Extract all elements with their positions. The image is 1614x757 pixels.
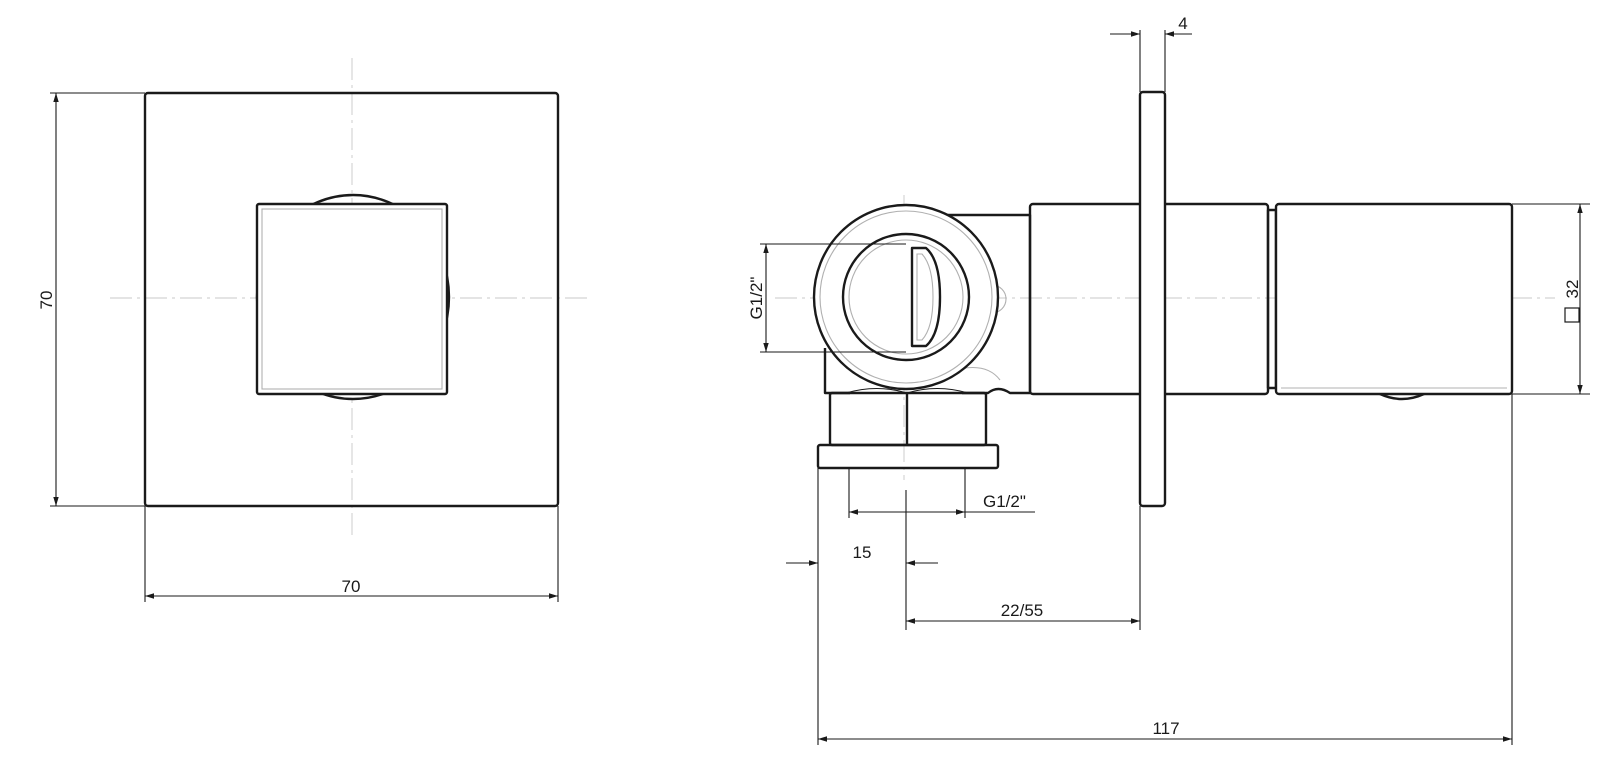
- inlet-thread-circle: [848, 239, 964, 355]
- body-square-label: 32: [1563, 280, 1582, 299]
- overall-length-dimension: 117: [818, 394, 1513, 745]
- front-height-dimension: 70: [37, 92, 145, 507]
- inlet-cartridge-slot-inner: [916, 253, 934, 341]
- installation-depth-label: 22/55: [1001, 601, 1044, 620]
- outlet-flange: [816, 443, 1000, 470]
- square-symbol-icon: [1564, 307, 1580, 323]
- front-handle-inner-edge: [261, 208, 443, 390]
- body-square-dimension: 32: [1512, 203, 1590, 395]
- inlet-cartridge-slot: [910, 246, 942, 348]
- outlet-hex-nut-chamfer: [845, 387, 969, 394]
- outlet-offset-dimension: 15: [786, 468, 938, 745]
- outlet-thread-dimension: G1/2": [848, 468, 1035, 518]
- outlet-thread-label: G1/2": [983, 492, 1026, 511]
- plate-thickness-dimension: 4: [1110, 14, 1192, 92]
- valve-body-block: [906, 213, 1032, 395]
- inlet-ring-inner-edge: [819, 210, 993, 384]
- handle-lever-bottom: [1379, 392, 1425, 401]
- wall-plate-side: [1138, 90, 1167, 508]
- plate-thickness-label: 4: [1178, 14, 1187, 33]
- front-width-label: 70: [342, 577, 361, 596]
- front-handle-square: [255, 202, 449, 396]
- outlet-offset-label: 15: [853, 543, 872, 562]
- handle-body: [1274, 202, 1514, 396]
- overall-length-label: 117: [1152, 719, 1179, 738]
- inlet-outer-ring: [812, 203, 1000, 391]
- front-cover-plate: [143, 91, 560, 508]
- inlet-thread-dimension: G1/2": [747, 243, 906, 353]
- front-width-dimension: 70: [144, 506, 559, 602]
- front-view: [110, 58, 590, 540]
- inlet-bore: [841, 232, 971, 362]
- inlet-thread-label: G1/2": [747, 277, 766, 320]
- side-view: [775, 90, 1555, 508]
- installation-depth-dimension: 22/55: [906, 506, 1141, 630]
- front-height-label: 70: [37, 291, 56, 310]
